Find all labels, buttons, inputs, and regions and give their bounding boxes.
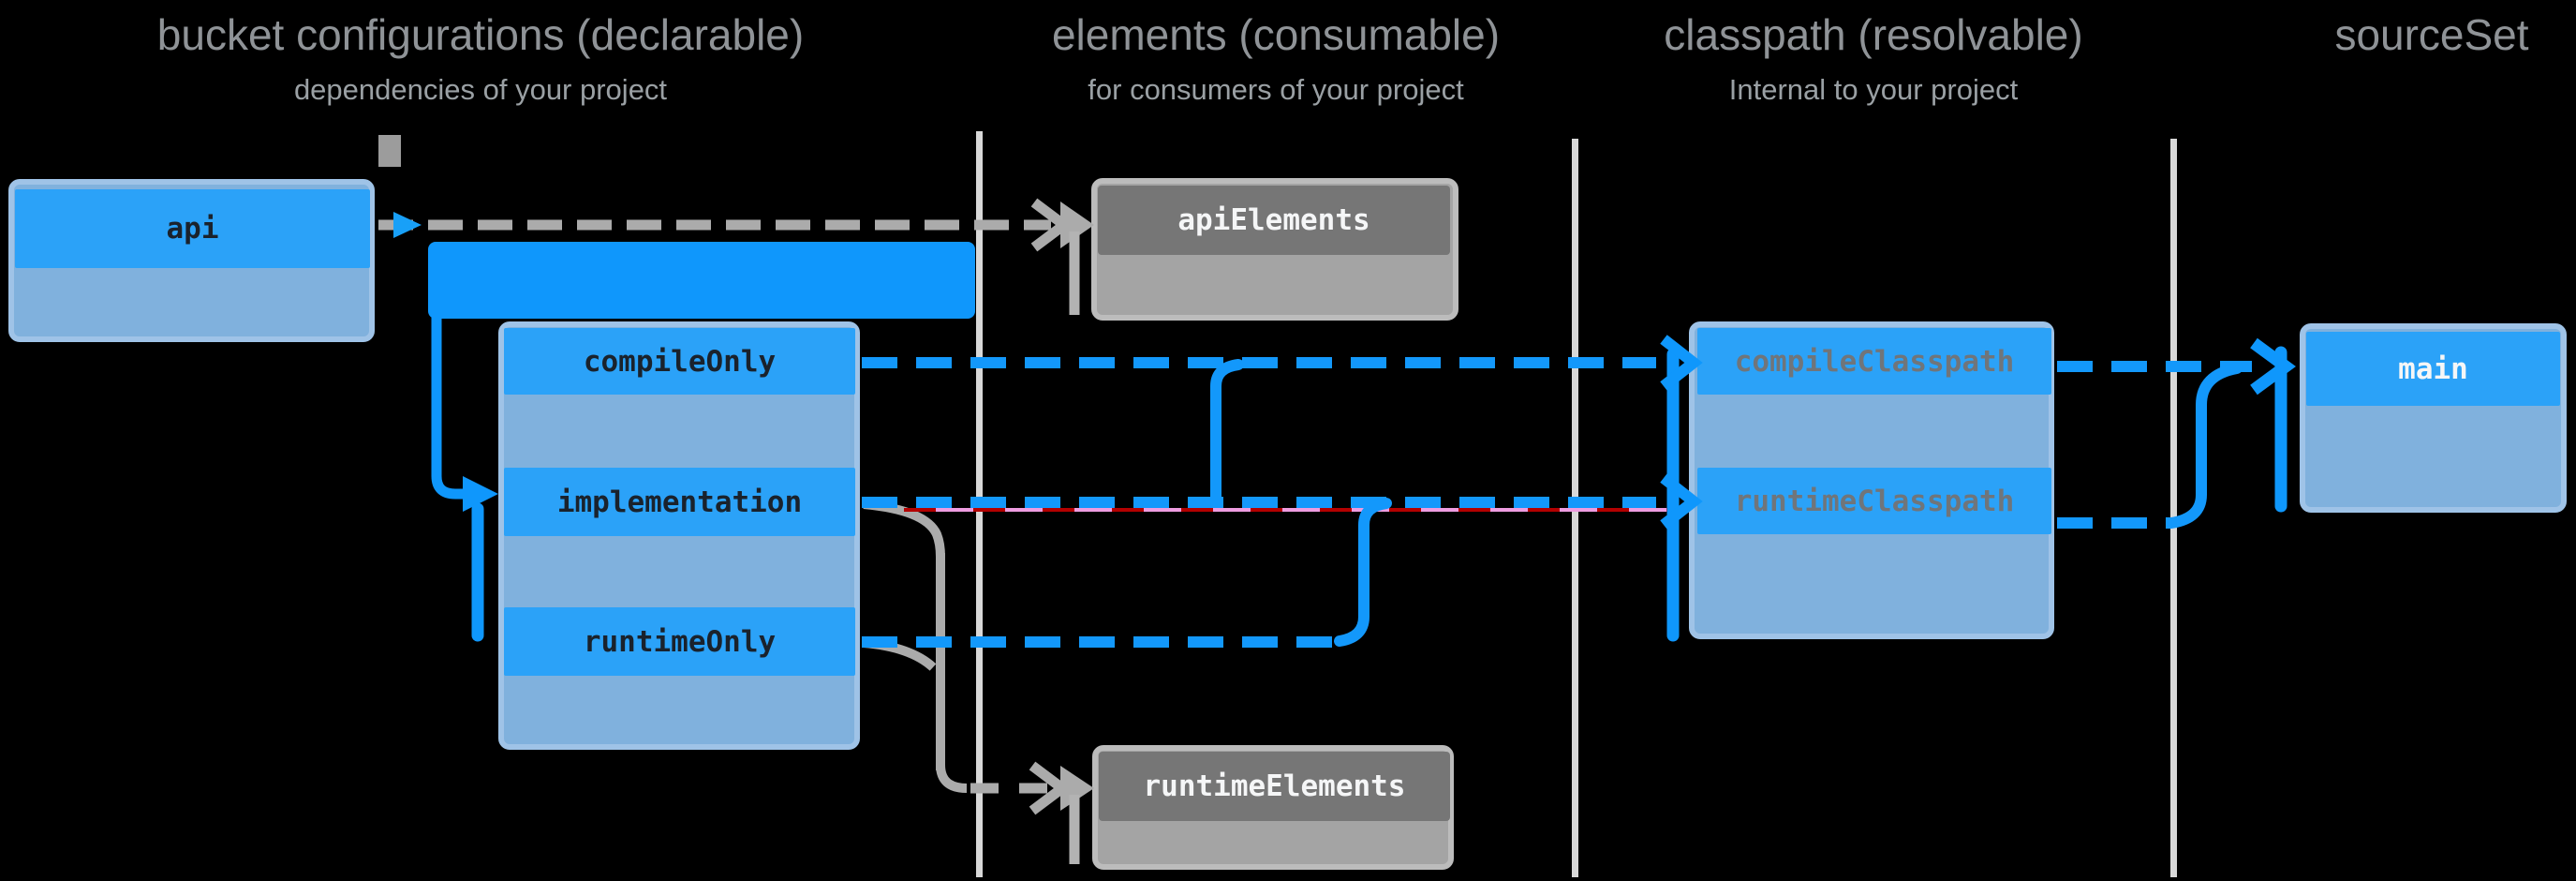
compileonly-label: compileOnly xyxy=(583,344,777,379)
runtimeonly-label: runtimeOnly xyxy=(583,624,777,659)
column-subtitle-elements: for consumers of your project xyxy=(1088,73,1464,106)
arrowhead-chevron-icon xyxy=(2250,337,2296,396)
main-label: main xyxy=(2398,351,2468,386)
column-subtitle-classpath: Internal to your project xyxy=(1728,73,2019,106)
divider-1 xyxy=(976,131,983,877)
column-header-bucket: bucket configurations (declarable) depen… xyxy=(157,9,804,107)
arrowhead-icon xyxy=(463,476,498,512)
main-box-header: main xyxy=(2306,332,2560,406)
arrowhead-icon xyxy=(1060,766,1094,811)
api-box-header: api xyxy=(15,189,370,268)
column-header-classpath: classpath (resolvable) Internal to your … xyxy=(1664,9,2082,107)
column-title-bucket: bucket configurations (declarable) xyxy=(156,10,805,59)
compileclasspath-label: compileClasspath xyxy=(1734,344,2015,379)
arrowhead-chevron-icon xyxy=(1030,198,1073,252)
implementation-label: implementation xyxy=(556,485,803,519)
runtimeelements-label: runtimeElements xyxy=(1143,769,1406,803)
arrow-runtimeonly-join xyxy=(862,498,1392,648)
row-compileonly: compileOnly xyxy=(504,328,855,395)
column-header-elements: elements (consumable) for consumers of y… xyxy=(1052,9,1500,107)
column-header-sourceset: sourceSet xyxy=(2334,9,2528,60)
row-runtimeclasspath: runtimeClasspath xyxy=(1697,468,2051,534)
arrow-runtimeclasspath-to-main xyxy=(2057,363,2243,529)
column-title-classpath: classpath (resolvable) xyxy=(1664,10,2083,59)
row-implementation: implementation xyxy=(504,468,855,536)
arrowhead-blue-small-icon xyxy=(393,212,422,238)
arrowhead-chevron-icon xyxy=(1029,761,1072,815)
runtimeelements-header: runtimeElements xyxy=(1099,752,1450,821)
column-title-elements: elements (consumable) xyxy=(1051,10,1501,59)
divider-2 xyxy=(1572,139,1578,877)
divider-3 xyxy=(2170,139,2177,877)
title-tick-mark xyxy=(378,135,401,167)
row-runtimeonly: runtimeOnly xyxy=(504,607,855,676)
api-extension-bar xyxy=(428,242,975,319)
arrowhead-icon xyxy=(1060,202,1094,248)
arrow-api-to-implementation xyxy=(431,317,498,642)
column-title-sourceset: sourceSet xyxy=(2334,10,2529,59)
api-label: api xyxy=(166,212,219,246)
column-subtitle-bucket: dependencies of your project xyxy=(293,73,668,106)
apielements-label: apiElements xyxy=(1177,203,1370,237)
apielements-header: apiElements xyxy=(1098,186,1450,255)
row-compileclasspath: compileClasspath xyxy=(1697,328,2051,395)
runtimeclasspath-label: runtimeClasspath xyxy=(1734,484,2015,518)
